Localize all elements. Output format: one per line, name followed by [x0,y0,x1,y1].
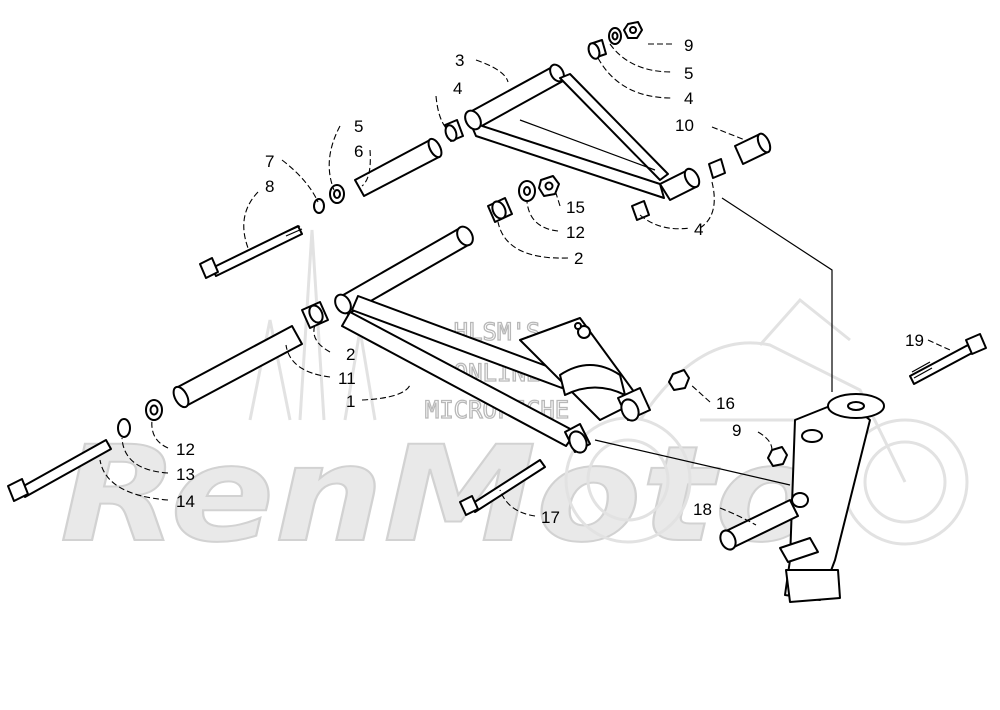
callout-15: 15 [566,198,585,217]
upper-hardware[interactable] [199,21,773,279]
callout-14: 14 [176,492,195,511]
spindle[interactable] [779,393,885,603]
bushing-4-front[interactable] [444,119,464,142]
callout-4: 4 [684,89,693,108]
washer-7[interactable] [313,198,325,214]
lower-a-arm[interactable] [332,224,651,456]
callout-9: 9 [684,36,693,55]
callout-18: 18 [693,500,712,519]
callout-13: 13 [176,465,195,484]
callout-12: 12 [176,440,195,459]
bushing-2-lower[interactable] [301,301,329,329]
callout-labels: 1 2 2 3 4 4 4 5 5 6 7 8 9 9 10 11 12 12 … [176,36,924,527]
bushing-4-upper[interactable] [587,39,607,60]
callout-3: 3 [455,51,464,70]
connection-lines [594,197,833,486]
callout-4: 4 [694,220,703,239]
nut-9-upper[interactable] [623,21,643,39]
washer-12-lower[interactable] [145,399,163,421]
callout-17: 17 [541,508,560,527]
spacer-11[interactable] [171,325,303,410]
upper-a-arm[interactable] [462,62,702,201]
callout-8: 8 [265,177,274,196]
washer-13[interactable] [117,418,131,438]
nut-16[interactable] [668,369,690,391]
callout-2: 2 [346,345,355,364]
bolt-14[interactable] [7,439,112,502]
callout-9: 9 [732,421,741,440]
nut-9-spindle[interactable] [767,446,788,467]
spacer-6[interactable] [354,137,444,197]
callout-12: 12 [566,223,585,242]
callout-1: 1 [346,392,355,411]
washer-5-left[interactable] [329,184,345,204]
callout-2: 2 [574,249,583,268]
callout-16: 16 [716,394,735,413]
watermark-logo: RenMoto [60,418,820,572]
callout-7: 7 [265,152,274,171]
callout-6: 6 [354,142,363,161]
bushing-10[interactable] [734,132,773,165]
callout-5: 5 [684,64,693,83]
lower-hardware[interactable] [7,175,690,516]
callout-4: 4 [453,79,462,98]
watermark: RenMoto HLSM'S ONLINE MICROFICHE [59,229,969,573]
leader-lines [99,43,951,526]
callout-10: 10 [675,116,694,135]
bolt-18[interactable] [717,499,799,552]
bushing-4-lower[interactable] [631,200,650,221]
bolt-8[interactable] [199,225,303,279]
washer-12-upper[interactable] [518,180,536,202]
bushing-4-right[interactable] [708,158,726,179]
callout-19: 19 [905,331,924,350]
bushing-2-upper[interactable] [487,197,513,223]
bolt-19[interactable] [909,333,987,385]
nut-15[interactable] [538,175,560,197]
bolt-17[interactable] [459,459,546,516]
callout-5: 5 [354,117,363,136]
washer-5-upper[interactable] [608,27,622,45]
callout-11: 11 [338,369,356,388]
